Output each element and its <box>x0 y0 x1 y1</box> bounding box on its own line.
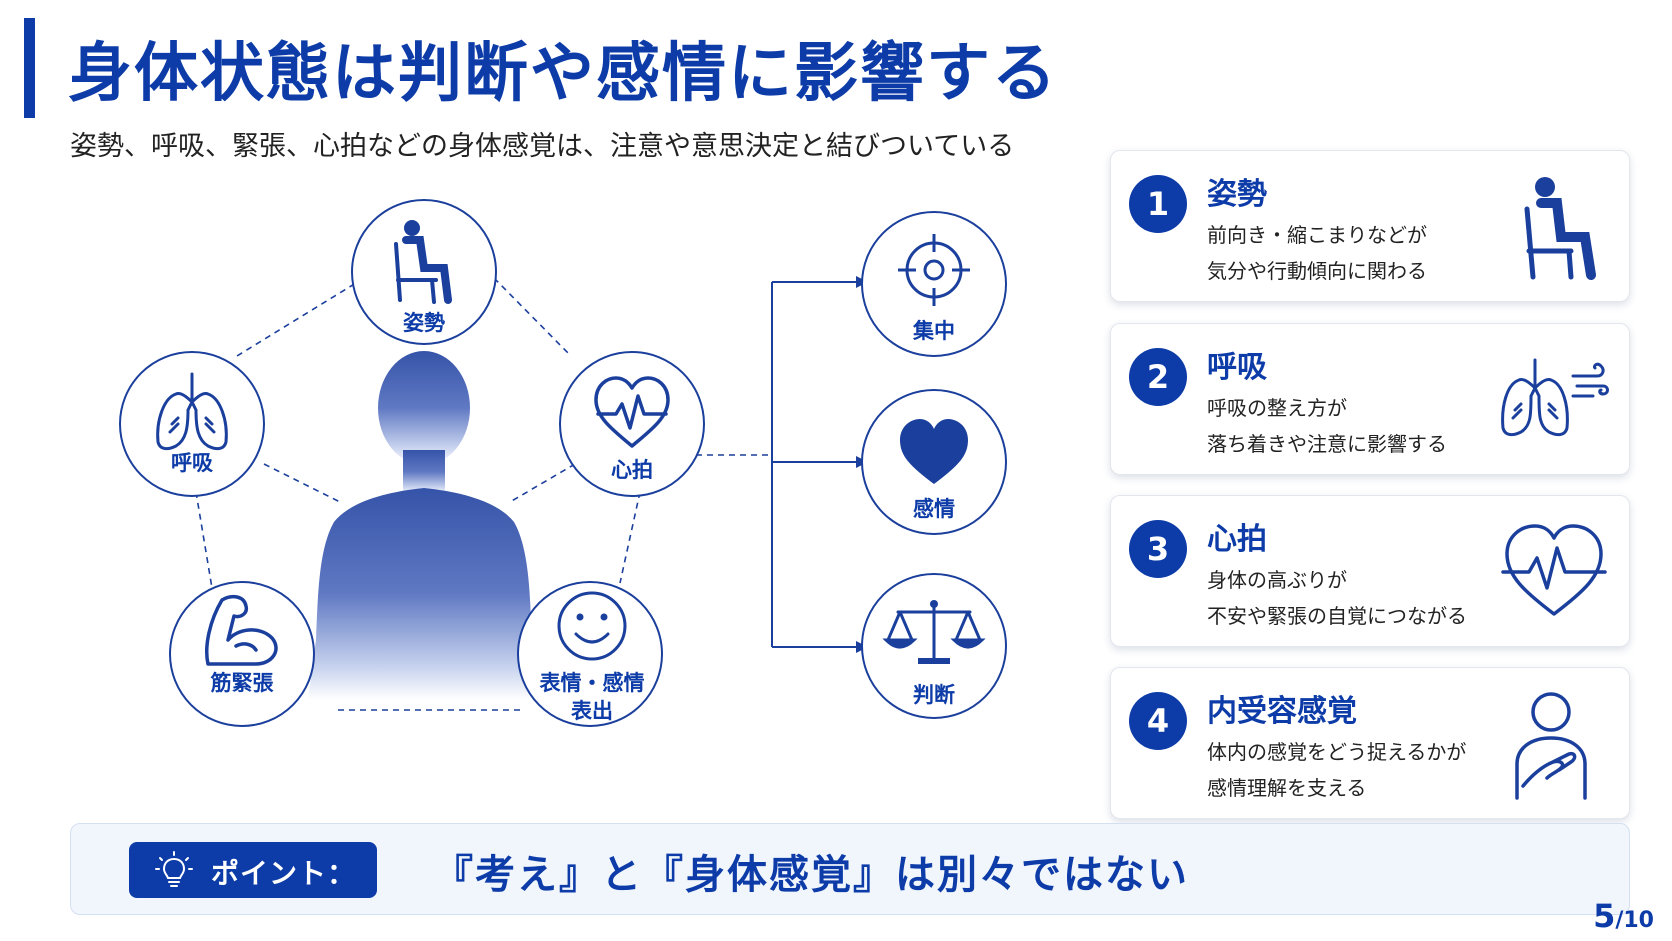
info-card-posture: 1 姿勢 前向き・縮こまりなどが 気分や行動傾向に関わる <box>1110 150 1630 302</box>
card-desc-line: 不安や緊張の自覚につながる <box>1207 604 1467 628</box>
key-point-banner: ポイント： 『考え』と『身体感覚』は別々ではない <box>70 823 1630 915</box>
point-badge: ポイント： <box>129 842 377 898</box>
target-crosshair-icon <box>898 234 970 306</box>
lungs-icon <box>1501 358 1609 437</box>
card-title: 内受容感覚 <box>1207 694 1357 729</box>
page-subtitle: 姿勢、呼吸、緊張、心拍などの身体感覚は、注意や意思決定と結びついている <box>70 131 1015 162</box>
node-facial-expression: 表情・感情 表出 <box>517 581 663 727</box>
node-label-heartbeat: 心拍 <box>611 458 653 482</box>
title-accent-bar <box>24 18 35 118</box>
outcome-emotion: 感情 <box>861 389 1007 535</box>
page-number: 5/10 <box>1593 897 1654 935</box>
outcome-label-concentration: 集中 <box>912 319 955 343</box>
node-muscle-tension: 筋緊張 <box>169 581 315 727</box>
node-label-expression: 表情・感情 <box>540 671 645 695</box>
card-desc-line: 感情理解を支える <box>1207 776 1367 800</box>
page-current: 5 <box>1593 897 1616 935</box>
point-label: ポイント： <box>211 857 357 890</box>
node-breathing: 呼吸 <box>119 351 265 497</box>
card-desc-line: 身体の高ぶりが <box>1207 568 1347 592</box>
sitting-person-icon <box>1524 177 1596 280</box>
human-silhouette <box>308 351 540 700</box>
flexed-arm-icon <box>205 594 278 666</box>
card-desc-line: 呼吸の整え方が <box>1207 396 1347 420</box>
outcome-label-emotion: 感情 <box>913 497 955 521</box>
card-desc-line: 体内の感覚をどう捉えるかが <box>1207 740 1467 764</box>
card-number-badge: 2 <box>1129 348 1187 406</box>
info-card-heartbeat: 3 心拍 身体の高ぶりが 不安や緊張の自覚につながる <box>1110 495 1630 647</box>
card-title: 心拍 <box>1207 522 1267 557</box>
card-description: 呼吸の整え方が 落ち着きや注意に影響する <box>1207 390 1447 462</box>
card-description: 身体の高ぶりが 不安や緊張の自覚につながる <box>1207 562 1467 634</box>
point-text: 『考え』と『身体感覚』は別々ではない <box>433 852 1189 898</box>
card-description: 前向き・縮こまりなどが 気分や行動傾向に関わる <box>1207 217 1427 289</box>
node-label-muscle: 筋緊張 <box>210 671 275 695</box>
card-desc-line: 落ち着きや注意に影響する <box>1207 432 1447 456</box>
outcome-bracket-arrows <box>771 276 868 653</box>
info-card-breathing: 2 呼吸 呼吸の整え方が 落ち着きや注意に影響する <box>1110 323 1630 475</box>
card-desc-line: 前向き・縮こまりなどが <box>1207 223 1427 247</box>
smiley-face-icon <box>557 591 627 661</box>
heart-icon <box>900 419 968 484</box>
sitting-person-icon <box>394 220 452 304</box>
page-total: /10 <box>1615 908 1654 933</box>
node-label-posture: 姿勢 <box>403 311 445 335</box>
lungs-icon <box>156 372 228 451</box>
info-card-interoception: 4 内受容感覚 体内の感覚をどう捉えるかが 感情理解を支える <box>1110 667 1630 819</box>
node-posture: 姿勢 <box>351 199 497 345</box>
page-title: 身体状態は判断や感情に影響する <box>68 37 1058 111</box>
card-title: 姿勢 <box>1207 177 1267 212</box>
outcome-judgment: 判断 <box>861 573 1007 719</box>
heartbeat-icon <box>594 376 670 448</box>
card-number-badge: 4 <box>1129 692 1187 750</box>
heartbeat-icon <box>1501 524 1607 616</box>
node-heartbeat: 心拍 <box>559 351 705 497</box>
balance-scale-icon <box>882 600 986 664</box>
outcome-concentration: 集中 <box>861 211 1007 357</box>
card-number-badge: 3 <box>1129 520 1187 578</box>
body-influence-diagram: 姿勢 心拍 表情・感情 表出 筋緊張 <box>119 199 1007 727</box>
card-title: 呼吸 <box>1207 350 1267 385</box>
card-desc-line: 気分や行動傾向に関わる <box>1207 259 1427 283</box>
hand-on-chest-icon <box>1515 692 1587 800</box>
lightbulb-icon <box>155 851 193 887</box>
node-label-expression-2: 表出 <box>571 699 613 723</box>
dashed-connectors <box>195 277 772 711</box>
card-description: 体内の感覚をどう捉えるかが 感情理解を支える <box>1207 734 1466 806</box>
outcome-label-judgment: 判断 <box>913 683 955 707</box>
node-label-breathing: 呼吸 <box>171 451 214 475</box>
card-number-badge: 1 <box>1129 175 1187 233</box>
